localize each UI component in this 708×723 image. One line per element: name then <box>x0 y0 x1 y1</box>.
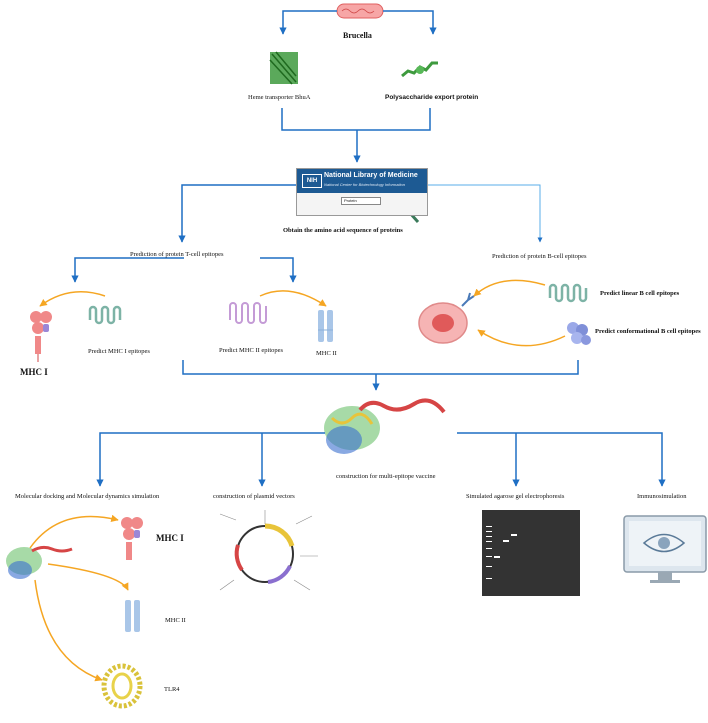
gel-image <box>482 510 580 596</box>
mhc1-epitope-icon <box>88 305 122 325</box>
ncbi-header: NIH National Library of Medicine Nationa… <box>297 169 427 193</box>
mhc1-receptor-icon <box>30 311 52 362</box>
heme-protein-icon <box>269 51 298 85</box>
tlr4-label: TLR4 <box>164 686 180 693</box>
mhc2-epitope-icon <box>229 302 267 324</box>
ncbi-banner: NIH National Library of Medicine Nationa… <box>296 168 428 216</box>
obtain-label: Obtain the amino acid sequence of protei… <box>283 227 403 234</box>
monitor-icon <box>623 515 707 583</box>
vaccine-label: construction for multi-epitope vaccine <box>336 473 436 480</box>
ncbi-title: National Library of Medicine <box>324 172 418 179</box>
conform-orange-arrow <box>477 329 566 347</box>
database-select[interactable]: Protein <box>341 197 381 205</box>
mhc1-pred-label: Predict MHC I epitopes <box>88 348 150 355</box>
mhc2-pred-label: Predict MHC II epitopes <box>219 347 284 354</box>
bcell-label: Prediction of protein B-cell epitopes <box>492 253 587 260</box>
polysaccharide-protein-icon <box>401 61 438 78</box>
vaccine-structure-icon <box>324 398 446 454</box>
tlr4-icon <box>101 663 143 709</box>
conform-label: Predict conformational B cell epitopes <box>595 328 701 335</box>
mhc2-label: MHC II <box>316 350 337 357</box>
linear-orange-arrow <box>473 279 546 297</box>
antibody-icon <box>461 292 475 307</box>
heme-label: Heme transporter BhuA <box>248 94 311 101</box>
mhc1-orange-arrow <box>39 291 106 307</box>
bottom-arrows <box>96 432 666 487</box>
mhc2-receptor-icon <box>318 310 333 342</box>
poly-label: Polysaccharide export protein <box>385 94 479 101</box>
mhc1-receptor-icon-2 <box>121 517 143 560</box>
docking-orange-arrows <box>29 514 129 682</box>
linear-label: Predict linear B cell epitopes <box>600 290 680 297</box>
top-arrows <box>279 10 437 163</box>
convergence-arrows <box>182 360 579 391</box>
ncbi-subtitle: National Center for Biotechnology Inform… <box>324 182 405 187</box>
plasmid-label: construction of plasmid vectors <box>213 493 295 500</box>
mhc1-label: MHC I <box>20 367 48 377</box>
b-cell-icon <box>418 302 468 344</box>
gel-label: Simulated agarose gel electrophoresis <box>466 493 565 500</box>
brucella-icon <box>336 3 384 19</box>
linear-epitope-icon <box>548 283 588 303</box>
docking-label: Molecular docking and Molecular dynamics… <box>15 493 160 500</box>
nih-badge: NIH <box>302 174 322 188</box>
tcell-label: Prediction of protein T-cell epitopes <box>130 251 224 258</box>
brucella-label: Brucella <box>343 31 372 40</box>
plasmid-map-icon <box>219 510 318 591</box>
conformational-epitope-icon <box>567 322 591 345</box>
mhc1-docking-label: MHC I <box>156 533 184 543</box>
mhc2-receptor-icon-2 <box>125 600 140 632</box>
mhc2-orange-arrow <box>259 290 327 307</box>
mhc2-docking-label: MHC II <box>165 617 186 624</box>
immuno-label: Immunosimulation <box>637 493 687 500</box>
docked-vaccine-icon <box>6 545 73 579</box>
ncbi-branch-arrows <box>71 184 543 283</box>
